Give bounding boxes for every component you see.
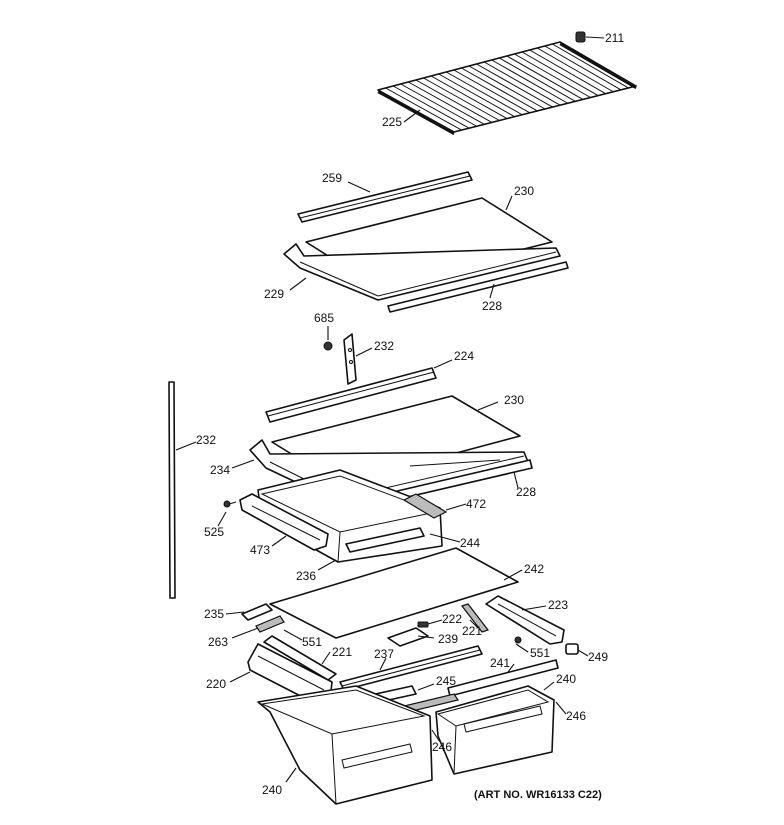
wire-shelf-225 xyxy=(377,41,637,135)
shelf-wire-rod xyxy=(483,61,561,106)
label-263: 263 xyxy=(208,635,228,649)
label-234: 234 xyxy=(210,463,230,477)
label-225: 225 xyxy=(382,115,402,129)
fastener-551-right xyxy=(514,636,522,644)
label-230-middle: 230 xyxy=(504,393,524,407)
frame-229 xyxy=(283,243,561,301)
shelf-wire-rod xyxy=(544,45,622,91)
label-223: 223 xyxy=(548,598,568,612)
label-232-upper: 232 xyxy=(374,339,394,353)
drawer-240-left xyxy=(257,685,433,805)
label-241: 241 xyxy=(490,656,510,670)
shelf-wire-rod xyxy=(461,67,538,112)
hinge-249 xyxy=(565,643,579,655)
label-472: 472 xyxy=(466,497,486,511)
shelf-wire-rod xyxy=(537,47,614,93)
shelf-wire-rod xyxy=(499,57,576,102)
rail-223 xyxy=(485,595,565,645)
label-239: 239 xyxy=(438,632,458,646)
label-235: 235 xyxy=(204,607,224,621)
support-263 xyxy=(255,615,285,633)
screw-525 xyxy=(223,500,237,508)
clip-239 xyxy=(387,627,429,647)
shelf-wire-rod xyxy=(552,43,629,89)
label-551-right: 551 xyxy=(530,646,550,660)
label-249: 249 xyxy=(588,650,608,664)
trim-224 xyxy=(265,367,437,423)
label-242: 242 xyxy=(524,562,544,576)
label-237: 237 xyxy=(374,647,394,661)
leader-lines xyxy=(175,109,589,783)
cover-244 xyxy=(345,527,425,553)
label-221-right: 221 xyxy=(462,624,482,638)
label-236: 236 xyxy=(296,569,316,583)
slide-221-right xyxy=(461,603,489,633)
rail-472 xyxy=(402,493,448,519)
label-246-left: 246 xyxy=(432,740,452,754)
drawer-240-right xyxy=(435,685,555,775)
label-246-right: 246 xyxy=(566,709,586,723)
label-224: 224 xyxy=(454,349,474,363)
shelf-wire-rod xyxy=(506,55,584,100)
shelf-wire-rod xyxy=(476,63,553,108)
label-240-left: 240 xyxy=(262,783,282,797)
shelf-wire-rod xyxy=(430,75,508,120)
label-244: 244 xyxy=(460,536,480,550)
label-230-upper: 230 xyxy=(514,184,534,198)
rail-241 xyxy=(447,659,559,697)
trim-259 xyxy=(297,171,473,223)
slide-221-left xyxy=(263,635,337,681)
shelf-wire-rod xyxy=(491,59,568,104)
shelf-wire-rod xyxy=(446,71,523,116)
label-473: 473 xyxy=(250,543,270,557)
bracket-232-upper xyxy=(343,333,357,385)
part-labels: 211 225 259 230 229 228 685 232 224 230 … xyxy=(196,31,624,801)
shelf-wire-rod xyxy=(385,87,462,131)
shelf-wire-rod xyxy=(438,73,515,118)
label-220: 220 xyxy=(206,677,226,691)
label-221-left: 221 xyxy=(332,645,352,659)
label-245: 245 xyxy=(436,674,456,688)
clip-211 xyxy=(575,31,605,43)
label-525: 525 xyxy=(204,525,224,539)
shelf-wire-rod xyxy=(408,81,485,125)
label-551-left: 551 xyxy=(302,635,322,649)
rail-228-upper xyxy=(387,261,569,313)
label-259: 259 xyxy=(322,171,342,185)
label-229: 229 xyxy=(264,287,284,301)
shelf-wire-rod xyxy=(415,79,493,123)
shelf-wire-rod xyxy=(468,65,546,110)
label-222: 222 xyxy=(442,612,462,626)
shelf-wire-rod xyxy=(521,51,599,97)
shelf-wire-rod xyxy=(423,77,500,121)
label-240-right: 240 xyxy=(556,672,576,686)
art-number: (ART NO. WR16133 C22) xyxy=(474,789,602,801)
clip-222 xyxy=(417,621,429,628)
shelf-wire-rod xyxy=(400,83,477,127)
label-685: 685 xyxy=(314,311,334,325)
shelf-wire-rod xyxy=(529,49,606,95)
bracket-685 xyxy=(323,341,333,351)
label-228-upper: 228 xyxy=(482,299,502,313)
slide-473 xyxy=(239,493,329,551)
shelf-wire-rod xyxy=(453,69,531,114)
trim-237 xyxy=(339,645,483,691)
side-strip-232 xyxy=(168,381,176,599)
support-235 xyxy=(241,603,273,621)
shelf-wire-rod xyxy=(392,85,470,129)
label-232-side: 232 xyxy=(196,433,216,447)
shelf-wire-rod xyxy=(514,53,591,98)
label-228-middle: 228 xyxy=(516,485,536,499)
glass-242 xyxy=(269,547,519,639)
label-211: 211 xyxy=(605,31,624,45)
